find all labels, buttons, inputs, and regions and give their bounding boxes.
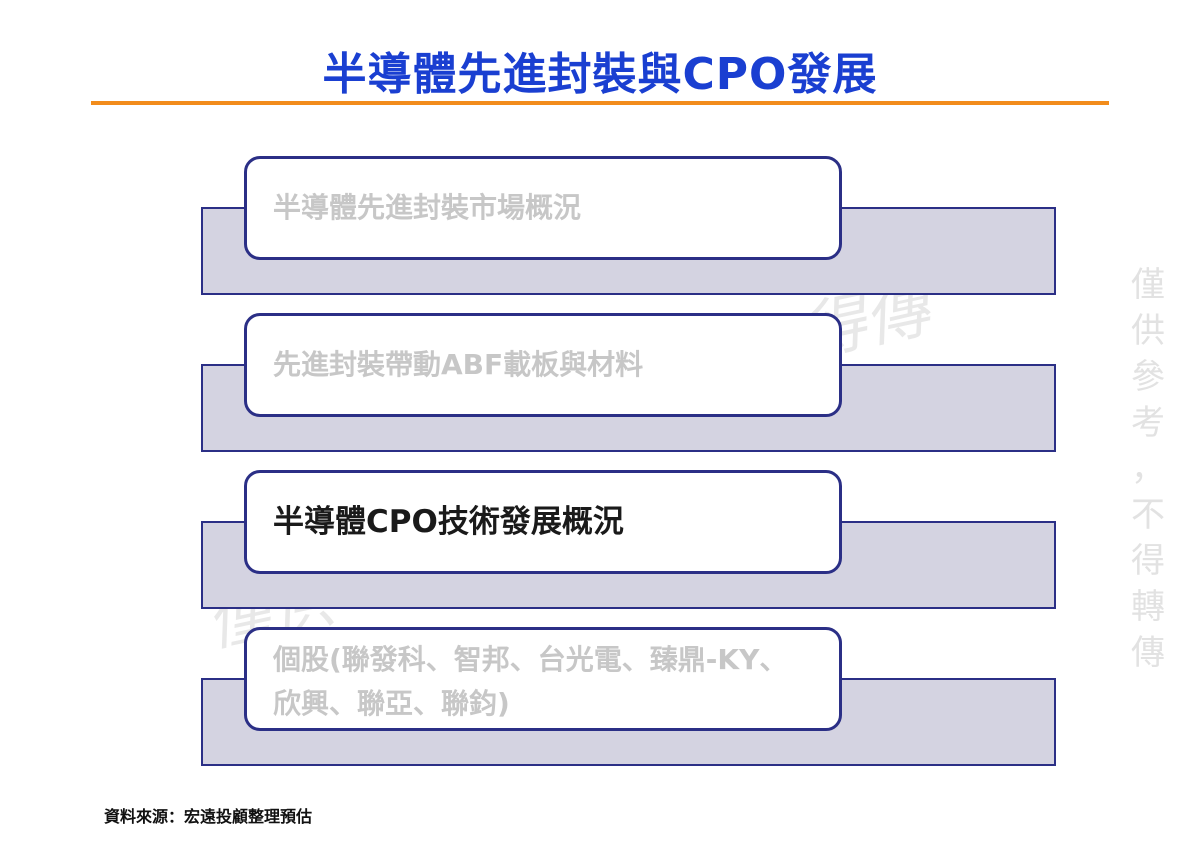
agenda-item-card[interactable]: 先進封裝帶動ABF載板與材料 — [244, 313, 842, 417]
title-divider — [91, 101, 1109, 105]
page-title: 半導體先進封裝與CPO發展 — [322, 49, 878, 100]
agenda-item-label: 半導體CPO技術發展概況 — [273, 504, 624, 540]
watermark-vertical: 僅 供 參 考 ， 不 得 轉 傳 — [1131, 265, 1165, 673]
agenda-item-label: 半導體先進封裝市場概況 — [273, 191, 582, 224]
agenda-item-card[interactable]: 個股(聯發科、智邦、台光電、臻鼎-KY、欣興、聯亞、聯鈞) — [244, 627, 842, 731]
agenda-item-label: 先進封裝帶動ABF載板與材料 — [273, 348, 644, 381]
agenda-item-card-active[interactable]: 半導體CPO技術發展概況 — [244, 470, 842, 574]
agenda-item-card[interactable]: 半導體先進封裝市場概況 — [244, 156, 842, 260]
source-note: 資料來源：宏遠投顧整理預估 — [104, 807, 313, 826]
agenda-item-label: 個股(聯發科、智邦、台光電、臻鼎-KY、欣興、聯亞、聯鈞) — [273, 643, 788, 720]
